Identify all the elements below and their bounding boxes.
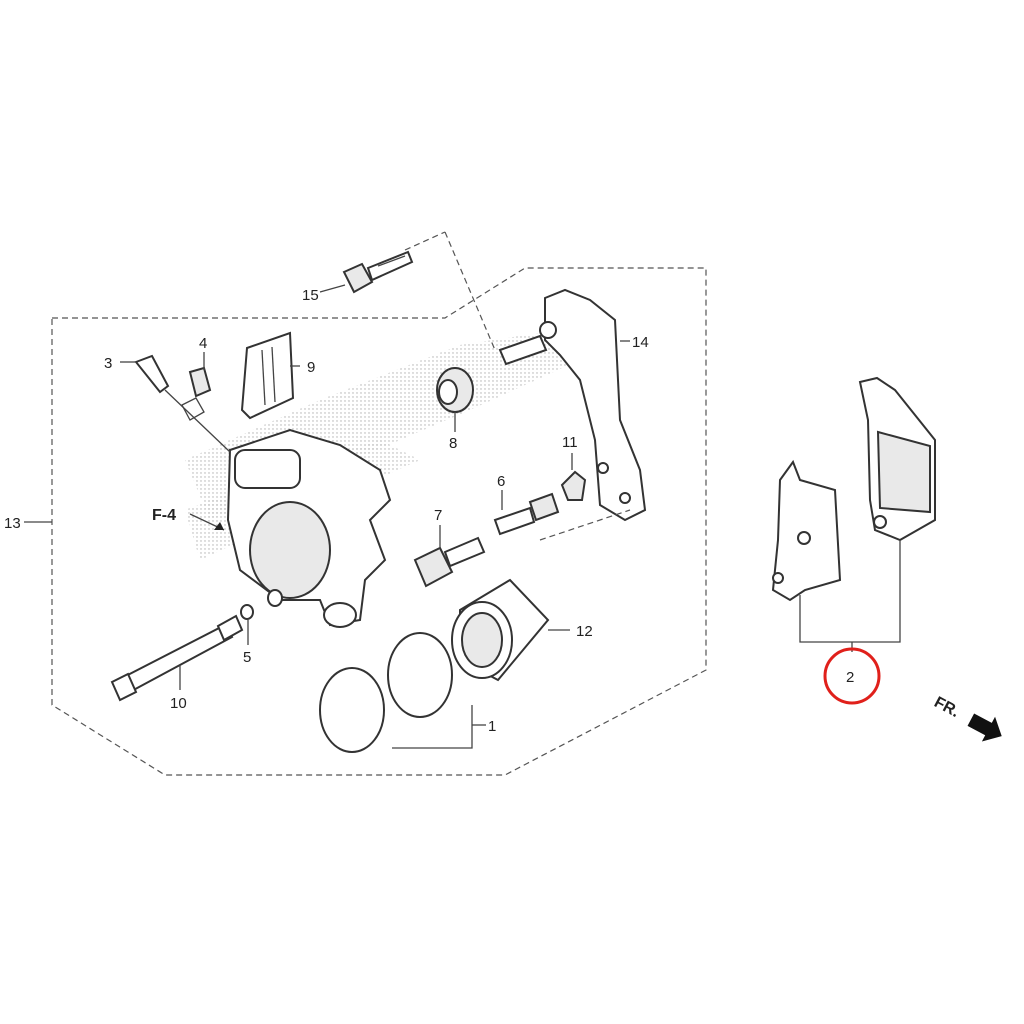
part-1-seals (319, 632, 486, 753)
highlight-circle (823, 647, 881, 705)
reference-f4: F-4 (152, 507, 225, 531)
part-3-bleeder (134, 354, 231, 453)
front-direction-label: FR. (931, 694, 962, 721)
callout-13: 13 (4, 515, 21, 532)
part-6-pin (493, 492, 560, 536)
callout-4: 4 (199, 335, 207, 352)
part-2-brake-pads (771, 376, 936, 652)
callout-11: 11 (562, 434, 578, 451)
part-7-bolt (413, 536, 486, 588)
part-5-washer (240, 604, 254, 620)
callout-5: 5 (243, 649, 251, 666)
callout-2: 2 (846, 669, 854, 686)
callout-15: 15 (302, 287, 319, 304)
part-12-piston (451, 578, 550, 682)
callout-1: 1 (488, 718, 496, 735)
reference-f4-label: F-4 (152, 507, 176, 524)
part-8-boot (436, 367, 474, 413)
part-15-bolt (342, 231, 496, 351)
callout-12: 12 (576, 623, 593, 640)
leader-lines (24, 284, 630, 690)
callout-9: 9 (307, 359, 315, 376)
callout-3: 3 (104, 355, 112, 372)
caliper-body (226, 428, 392, 628)
part-9-pad-spring (240, 331, 295, 420)
part-11-clip (560, 470, 587, 501)
arrow-icon (214, 522, 224, 530)
part-14-bracket (498, 288, 647, 541)
part-4-cap (181, 366, 212, 421)
arrow-right-icon (967, 713, 1002, 742)
callout-14: 14 (632, 334, 649, 351)
callout-7: 7 (434, 507, 442, 524)
callout-numbers: 13 3 4 9 8 15 14 11 6 7 5 10 12 1 2 (4, 287, 854, 735)
callout-10: 10 (170, 695, 187, 712)
callout-8: 8 (449, 435, 457, 452)
callout-6: 6 (497, 473, 505, 490)
part-10-slide-pin (110, 614, 244, 702)
caliper-assembly-outline (51, 267, 707, 776)
front-direction-indicator: FR. (931, 694, 1002, 742)
